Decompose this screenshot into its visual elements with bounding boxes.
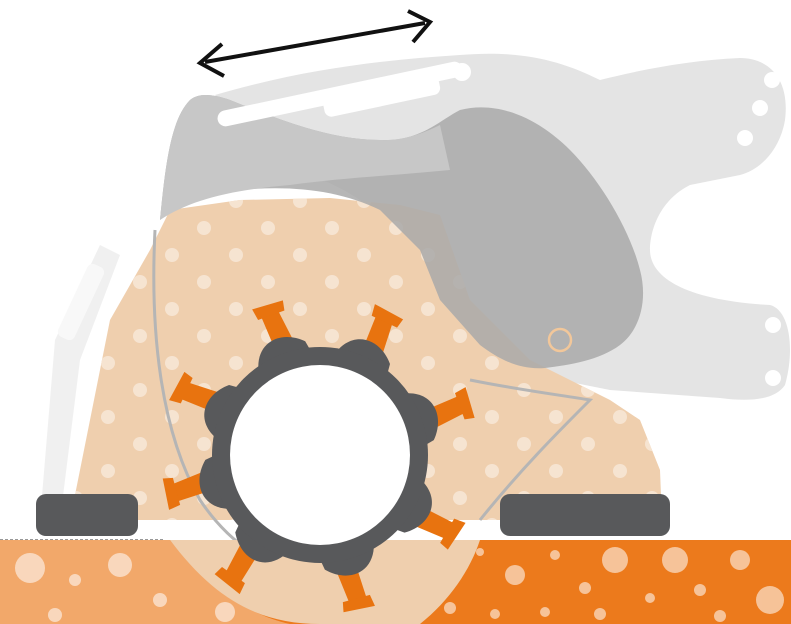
hydraulic-cylinder-icon	[217, 61, 471, 127]
pivot-pin	[547, 327, 573, 353]
double-headed-arrow-icon	[196, 9, 434, 78]
left-skid	[36, 494, 138, 536]
right-skid	[500, 494, 670, 536]
ground	[0, 540, 791, 624]
rear-hydraulic-cylinder	[40, 245, 120, 520]
cutter-drum	[162, 300, 475, 613]
